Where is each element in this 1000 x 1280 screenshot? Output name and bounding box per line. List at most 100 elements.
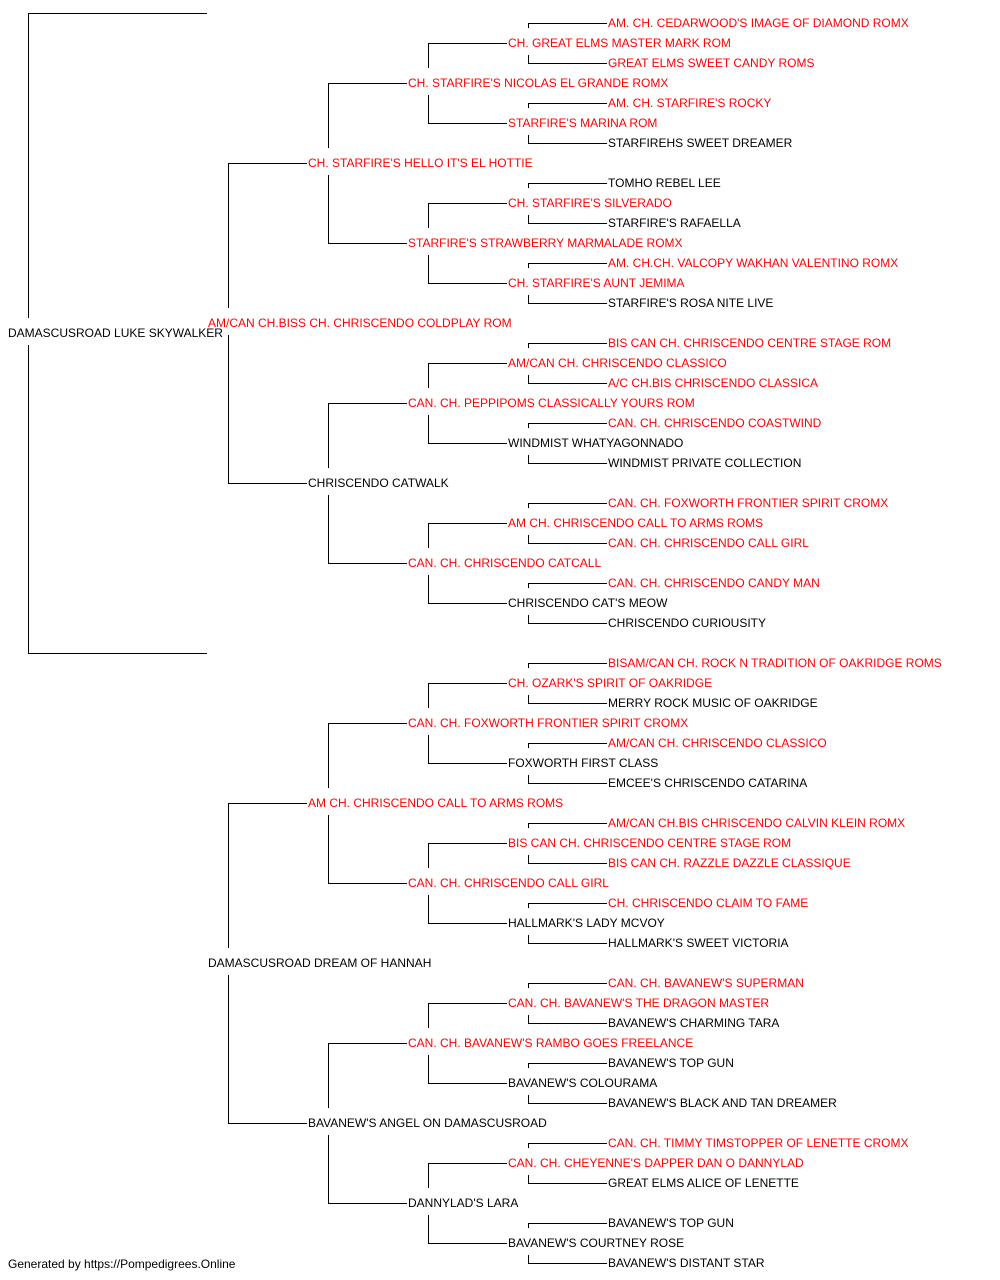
connector-branch xyxy=(428,283,507,284)
connector-branch xyxy=(428,603,507,604)
dog-name-root-d-d-s-d-d: BAVANEW'S BLACK AND TAN DREAMER xyxy=(608,1096,837,1110)
dog-name-root-s-d-s: CAN. CH. PEPPIPOMS CLASSICALLY YOURS ROM xyxy=(408,396,695,410)
dog-name-root-d: DAMASCUSROAD DREAM OF HANNAH xyxy=(208,956,432,970)
connector-rail xyxy=(428,1055,429,1083)
connector-branch xyxy=(428,1003,507,1004)
dog-name-root-d-d: BAVANEW'S ANGEL ON DAMASCUSROAD xyxy=(308,1116,547,1130)
dog-name-root-s-s-s-d-s: AM. CH. STARFIRE'S ROCKY xyxy=(608,96,772,110)
connector-branch xyxy=(528,503,607,504)
connector-branch xyxy=(528,103,607,104)
connector-branch xyxy=(28,653,207,654)
connector-rail xyxy=(428,1215,429,1243)
dog-name-root-d-s-d: CAN. CH. CHRISCENDO CALL GIRL xyxy=(408,876,609,890)
connector-rail xyxy=(528,855,529,863)
connector-branch xyxy=(528,303,607,304)
dog-name-root-s-d-d-s-d: CAN. CH. CHRISCENDO CALL GIRL xyxy=(608,536,809,550)
connector-rail xyxy=(528,135,529,143)
connector-branch xyxy=(428,923,507,924)
connector-branch xyxy=(428,43,507,44)
connector-branch xyxy=(528,783,607,784)
connector-rail xyxy=(28,13,29,318)
dog-name-root-d-s-s-d-d: EMCEE'S CHRISCENDO CATARINA xyxy=(608,776,808,790)
dog-name-root-s-s-d-s-s: TOMHO REBEL LEE xyxy=(608,176,721,190)
connector-branch xyxy=(528,1143,607,1144)
connector-rail xyxy=(328,83,329,148)
dog-name-root-d-d-d-s-d: GREAT ELMS ALICE OF LENETTE xyxy=(608,1176,799,1190)
connector-rail xyxy=(528,295,529,303)
connector-rail xyxy=(528,775,529,783)
dog-name-root-d-s-d-s: BIS CAN CH. CHRISCENDO CENTRE STAGE ROM xyxy=(508,836,792,850)
connector-branch xyxy=(228,803,307,804)
connector-branch xyxy=(328,563,407,564)
dog-name-root-s-d-d-s-s: CAN. CH. FOXWORTH FRONTIER SPIRIT CROMX xyxy=(608,496,889,510)
dog-name-root-s-s-d-d-d: STARFIRE'S ROSA NITE LIVE xyxy=(608,296,774,310)
connector-rail xyxy=(428,43,429,68)
connector-branch xyxy=(528,703,607,704)
connector-rail xyxy=(428,255,429,283)
dog-name-root-s-d-d-d-s: CAN. CH. CHRISCENDO CANDY MAN xyxy=(608,576,820,590)
dog-name-root-s-s-d-d-s: AM. CH.CH. VALCOPY WAKHAN VALENTINO ROMX xyxy=(608,256,899,270)
connector-rail xyxy=(28,345,29,653)
dog-name-root-s-d-s-d-s: CAN. CH. CHRISCENDO COASTWIND xyxy=(608,416,822,430)
connector-rail xyxy=(528,375,529,383)
dog-name-root-s-s-s-s: CH. GREAT ELMS MASTER MARK ROM xyxy=(508,36,731,50)
dog-name-root-d-d-s-d-s: BAVANEW'S TOP GUN xyxy=(608,1056,734,1070)
dog-name-root-d-s-d-s-s: AM/CAN CH.BIS CHRISCENDO CALVIN KLEIN RO… xyxy=(608,816,906,830)
connector-rail xyxy=(428,843,429,868)
connector-rail xyxy=(228,335,229,483)
dog-name-root-s-d: CHRISCENDO CATWALK xyxy=(308,476,449,490)
connector-branch xyxy=(428,203,507,204)
connector-rail xyxy=(428,1003,429,1028)
connector-rail xyxy=(528,983,529,988)
connector-rail xyxy=(328,815,329,883)
connector-branch xyxy=(428,123,507,124)
connector-branch xyxy=(228,1123,307,1124)
dog-name-root-s-d-d: CAN. CH. CHRISCENDO CATCALL xyxy=(408,556,602,570)
dog-name-root-s-d-d-s: AM CH. CHRISCENDO CALL TO ARMS ROMS xyxy=(508,516,764,530)
connector-branch xyxy=(528,423,607,424)
connector-branch xyxy=(28,13,207,14)
connector-branch xyxy=(528,663,607,664)
connector-rail xyxy=(528,343,529,348)
connector-branch xyxy=(328,1043,407,1044)
connector-rail xyxy=(528,103,529,108)
connector-branch xyxy=(428,363,507,364)
dog-name-root-s-s-d-d: CH. STARFIRE'S AUNT JEMIMA xyxy=(508,276,685,290)
connector-rail xyxy=(528,535,529,543)
dog-name-root-d-s: AM CH. CHRISCENDO CALL TO ARMS ROMS xyxy=(308,796,564,810)
dog-name-root-d-d-d-s-s: CAN. CH. TIMMY TIMSTOPPER OF LENETTE CRO… xyxy=(608,1136,909,1150)
connector-rail xyxy=(428,95,429,123)
connector-branch xyxy=(528,1103,607,1104)
connector-branch xyxy=(528,583,607,584)
connector-rail xyxy=(528,183,529,188)
dog-name-root-s-d-d-d-d: CHRISCENDO CURIOUSITY xyxy=(608,616,767,630)
connector-branch xyxy=(528,183,607,184)
connector-branch xyxy=(528,1063,607,1064)
dog-name-root-d-s-s-s-d: MERRY ROCK MUSIC OF OAKRIDGE xyxy=(608,696,818,710)
connector-branch xyxy=(228,163,307,164)
dog-name-root-d-d-d-d-s: BAVANEW'S TOP GUN xyxy=(608,1216,734,1230)
connector-rail xyxy=(528,23,529,28)
connector-branch xyxy=(528,63,607,64)
connector-branch xyxy=(528,143,607,144)
dog-name-root-s-d-d-d: CHRISCENDO CAT'S MEOW xyxy=(508,596,668,610)
connector-rail xyxy=(428,683,429,708)
dog-name-root-d-s-s-d-s: AM/CAN CH. CHRISCENDO CLASSICO xyxy=(608,736,827,750)
dog-name-root-s-d-s-d-d: WINDMIST PRIVATE COLLECTION xyxy=(608,456,802,470)
connector-rail xyxy=(228,163,229,308)
dog-name-root-s-s: CH. STARFIRE'S HELLO IT'S EL HOTTIE xyxy=(308,156,533,170)
connector-rail xyxy=(528,823,529,828)
dog-name-root-d-d-s-d: BAVANEW'S COLOURAMA xyxy=(508,1076,658,1090)
connector-branch xyxy=(328,1203,407,1204)
connector-branch xyxy=(528,223,607,224)
connector-branch xyxy=(328,723,407,724)
connector-rail xyxy=(528,743,529,748)
dog-name-root-d-d-s: CAN. CH. BAVANEW'S RAMBO GOES FREELANCE xyxy=(408,1036,694,1050)
connector-branch xyxy=(428,443,507,444)
connector-rail xyxy=(328,1135,329,1203)
connector-rail xyxy=(328,403,329,468)
dog-name-root-s: AM/CAN CH.BISS CH. CHRISCENDO COLDPLAY R… xyxy=(208,316,512,330)
connector-rail xyxy=(528,583,529,588)
connector-branch xyxy=(328,883,407,884)
dog-name-root-s-s-d-s: CH. STARFIRE'S SILVERADO xyxy=(508,196,672,210)
